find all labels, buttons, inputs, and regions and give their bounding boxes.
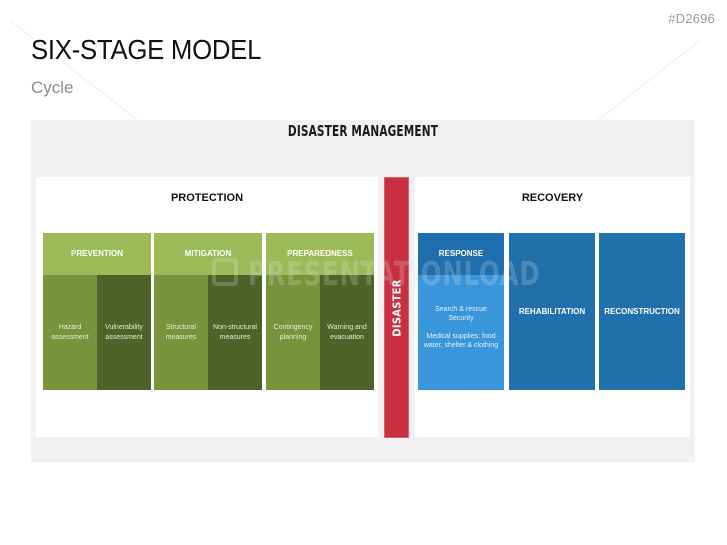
stage-item: Vulnerability assessment xyxy=(97,275,151,390)
stage-item: Medical supplies: food water, shelter & … xyxy=(423,332,499,350)
stage-reconstruction: RECONSTRUCTION xyxy=(599,233,685,390)
protection-title: PROTECTION xyxy=(170,192,244,204)
stage-header: RESPONSE xyxy=(418,233,504,275)
stage-header: PREVENTION xyxy=(43,233,151,275)
slide-subtitle: Cycle xyxy=(31,78,74,97)
stage-response: RESPONSE Search & rescue Security Medica… xyxy=(418,233,504,390)
stage-prevention: PREVENTION Hazard assessment Vulnerabili… xyxy=(43,233,151,390)
stage-header: REHABILITATION xyxy=(518,307,586,316)
stage-header: PREPAREDNESS xyxy=(266,233,374,275)
diagram-title: DISASTER MANAGEMENT xyxy=(287,122,439,140)
stage-preparedness: PREPAREDNESS Contingency planning Warnin… xyxy=(266,233,374,390)
stage-item: Hazard assessment xyxy=(43,275,97,390)
stage-item: Structural measures xyxy=(154,275,208,390)
slide-title: SIX-STAGE MODEL xyxy=(31,34,262,65)
slide-code: #D2696 xyxy=(668,11,715,26)
recovery-title: RECOVERY xyxy=(521,192,584,204)
stage-mitigation: MITIGATION Structural measures Non-struc… xyxy=(154,233,262,390)
disaster-divider: DISASTER xyxy=(384,177,409,438)
stage-item: Warning and evacuation xyxy=(320,275,374,390)
watermark-logo-icon xyxy=(212,258,238,286)
stage-item: Security xyxy=(448,315,474,323)
stage-item: Search & rescue xyxy=(435,306,487,313)
stage-item: Non-structural measures xyxy=(208,275,262,390)
stage-rehabilitation: REHABILITATION xyxy=(509,233,595,390)
stage-body: Search & rescue Security Medical supplie… xyxy=(418,275,504,390)
stage-header: MITIGATION xyxy=(154,233,262,275)
stage-item: Contingency planning xyxy=(266,275,320,390)
watermark: PRESENTATIONLOAD xyxy=(248,254,541,293)
stage-header: RECONSTRUCTION xyxy=(604,307,680,316)
